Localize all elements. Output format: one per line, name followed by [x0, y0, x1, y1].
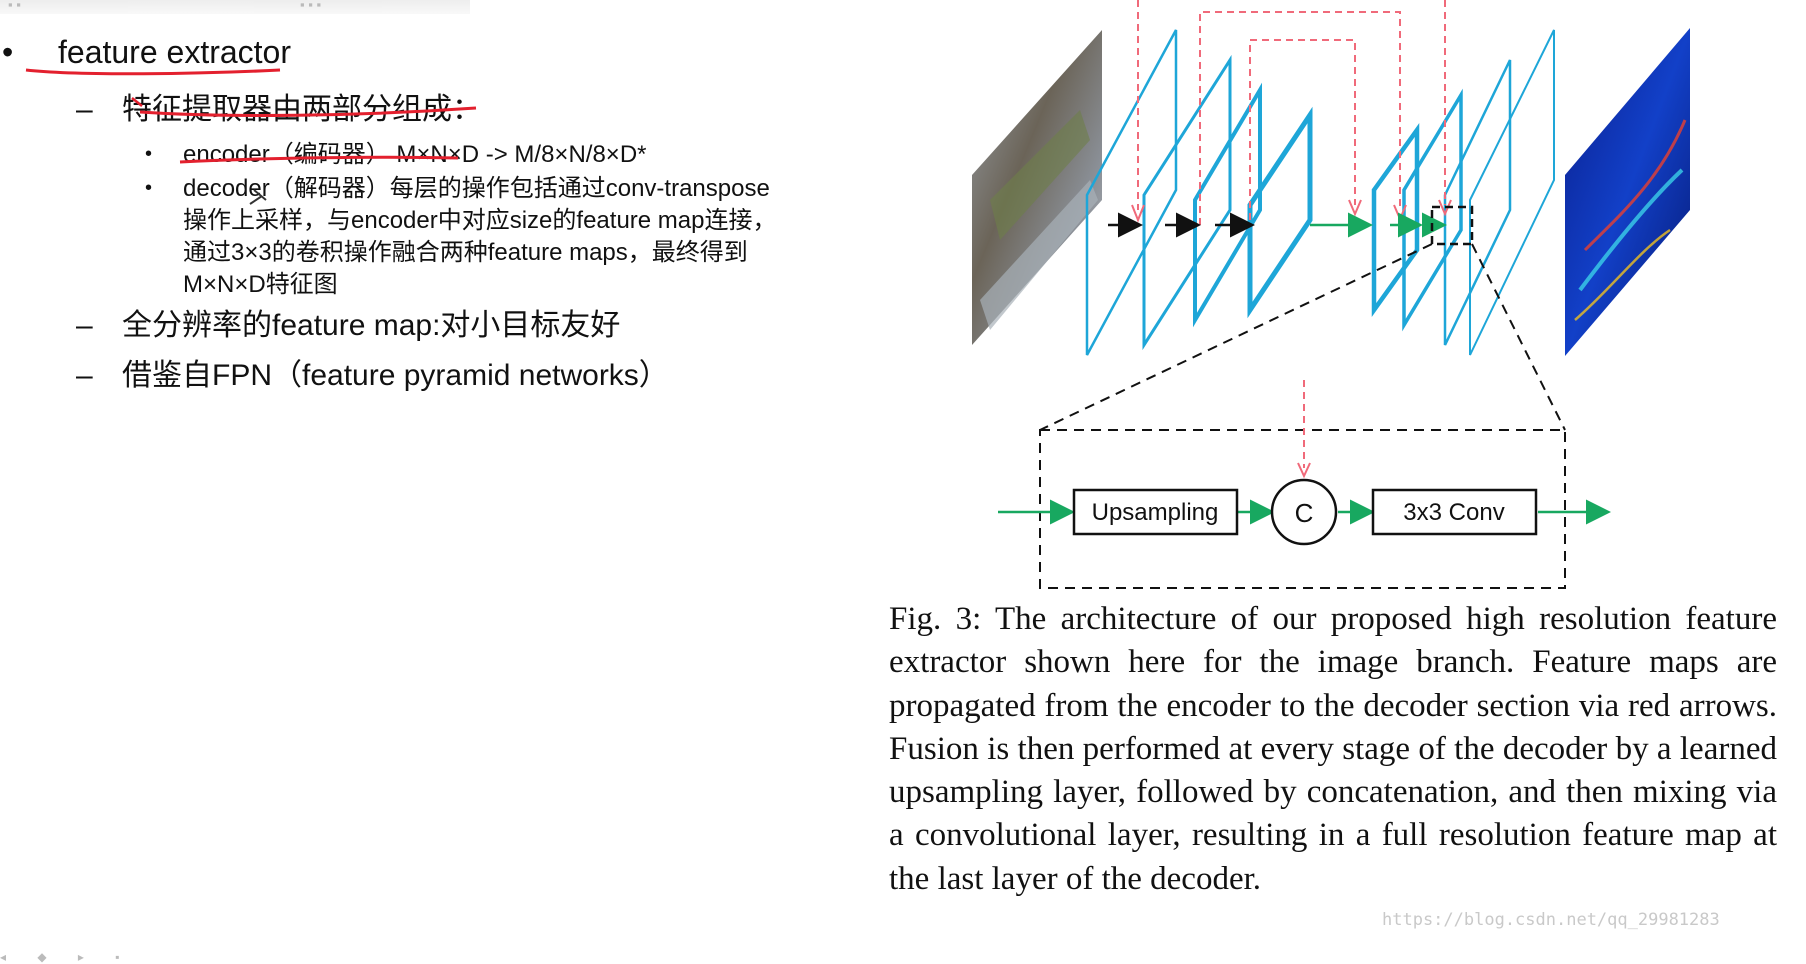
small-bullet-icon: • [145, 143, 153, 165]
skip-arrow [1249, 39, 1356, 220]
bullet-title: feature extractor [58, 34, 291, 70]
slide-nav-icons[interactable]: ◂ ◆ ▸ ▪ [0, 950, 134, 964]
encoder-layer [1193, 82, 1262, 328]
decoder-text-line: decoder（解码器）每层的操作包括通过conv-transpose [183, 175, 770, 202]
fusion-block-frame [1039, 429, 1566, 589]
encoder-text: encoder（编码器） M×N×D -> M/8×N/8×D* [183, 141, 647, 168]
decoder-layers [1371, 29, 1555, 356]
conv-label: 3x3 Conv [1403, 499, 1504, 526]
top-toolbar-strip: ▪ ▪ ▪ ▪ ▪ [0, 0, 470, 14]
decoder-layer [1469, 29, 1555, 356]
sub-bullet-text: 借鉴自FPN（feature pyramid networks） [122, 359, 669, 392]
decoder-text-line: M×N×D特征图 [183, 271, 338, 298]
input-camera-image [972, 30, 1102, 345]
bullet-dot-icon: • [2, 34, 14, 70]
decoder-text-line: 通过3×3的卷积操作融合两种feature maps，最终得到 [183, 239, 748, 266]
dash-icon: – [76, 309, 93, 342]
encoder-layer [1247, 106, 1313, 319]
encoder-layer [1085, 29, 1178, 356]
upsampling-label: Upsampling [1092, 499, 1219, 526]
concat-node [1270, 478, 1338, 546]
concat-label: C [1295, 498, 1314, 528]
dash-icon: – [76, 359, 93, 392]
decoder-layer [1443, 59, 1512, 346]
decoder-layer [1371, 122, 1420, 318]
dash-icon: – [76, 93, 93, 126]
output-feature-map-image [1565, 28, 1690, 356]
arrowhead-icon [1297, 462, 1311, 479]
conv-box [1371, 488, 1538, 536]
encoder-layers [1085, 29, 1313, 356]
decoder-text-line: 操作上采样，与encoder中对应size的feature map连接， [183, 207, 777, 234]
architecture-diagram: Upsampling C 3x3 Conv [972, 0, 1690, 589]
skip-arrow [1199, 11, 1401, 225]
sub-bullet-text: 全分辨率的feature map:对小目标友好 [122, 309, 621, 342]
upsampling-box [1072, 488, 1239, 536]
small-bullet-icon: • [145, 177, 153, 199]
sub-bullet-full-resolution: –全分辨率的feature map:对小目标友好 [76, 300, 620, 344]
encoder-layer [1142, 54, 1232, 351]
decoder-layer [1402, 88, 1463, 332]
zoom-guide-line [1471, 243, 1566, 431]
sub-bullet-components: –特征提取器由两部分组成： [76, 84, 482, 128]
watermark-url: https://blog.csdn.net/qq_29981283 [1382, 910, 1720, 930]
zoom-region-box [1430, 205, 1474, 246]
zoom-guide-line [1039, 243, 1433, 431]
sub-bullet-fpn: –借鉴自FPN（feature pyramid networks） [76, 350, 669, 394]
figure-caption: Fig. 3: The architecture of our proposed… [889, 601, 1777, 897]
sub-bullet-text: 特征提取器由两部分组成： [122, 93, 482, 126]
